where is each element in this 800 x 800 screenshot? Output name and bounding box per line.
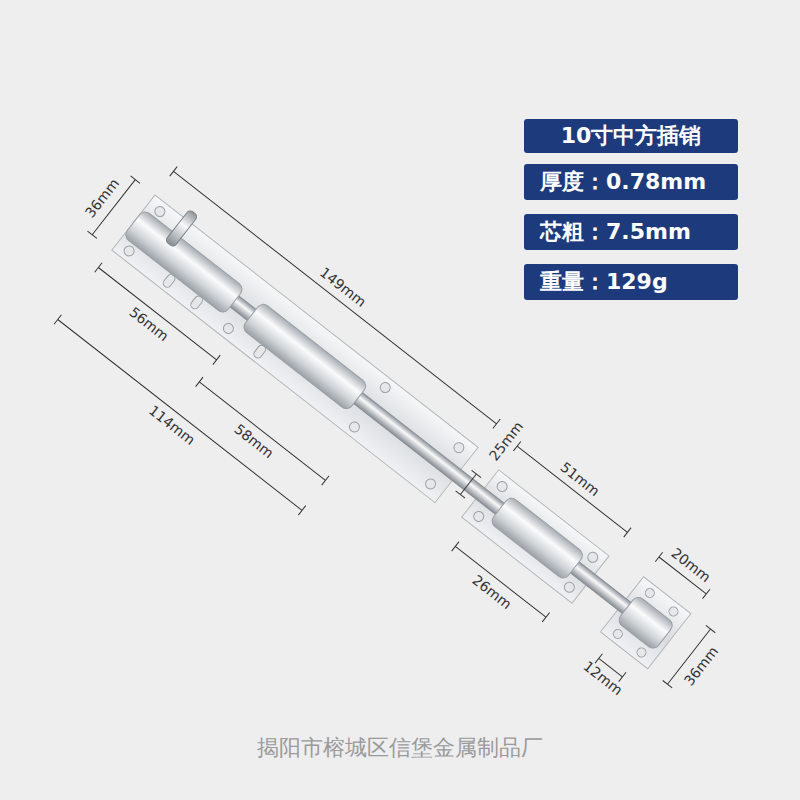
hole [153,204,167,218]
hole [667,605,680,618]
keeper-housing [489,495,585,580]
spec-text: 芯粗：7.5mm [540,220,691,244]
spec-text: 厚度：0.78mm [540,170,706,194]
dimension-lines [30,148,738,762]
dimension-line [513,441,631,537]
dimension-line [456,470,481,498]
hole [424,477,438,491]
dimension-line [95,263,221,365]
bolt-knob [165,209,198,247]
watermark: 揭阳市榕城区信堡金属制品厂 [257,733,543,763]
bolt-housing [123,209,245,315]
hole [347,420,361,434]
bolt-drawing [30,148,738,762]
dimension-line [54,315,306,515]
hole [122,244,136,258]
spec-text: 10寸中方插销 [561,124,702,148]
spec-box: 芯粗：7.5mm [524,214,738,250]
spec-box: 重量：129g [524,264,738,300]
title-box: 10寸中方插销 [524,119,738,153]
hole [495,479,509,493]
dimension-label: 114mm [146,403,197,447]
hole [586,550,600,564]
spec-box: 厚度：0.78mm [524,164,738,200]
hole [378,381,392,395]
hole [452,441,466,455]
dimension-label: 25mm [486,419,525,463]
dimension-label: 36mm [681,644,720,688]
dimension-line [452,542,550,622]
keeper-housing [616,595,675,651]
dimension-label: 149mm [317,265,368,309]
bolt-housing [241,302,368,412]
spec-text: 重量：129g [540,270,668,294]
hole [644,587,657,600]
dimension-label: 20mm [669,546,713,585]
dimension-label: 56mm [127,305,171,344]
dimension-label: 36mm [83,176,122,220]
hole [612,628,625,641]
dimension-label: 26mm [470,572,514,611]
dimension-label: 58mm [232,422,276,461]
hole [472,509,486,523]
hole [221,321,235,335]
dimension-line [196,377,329,485]
dimension-line [170,167,500,429]
hole [635,646,648,659]
hole [562,580,576,594]
dimension-label: 51mm [558,460,602,499]
dimension-label: 12mm [580,659,624,698]
